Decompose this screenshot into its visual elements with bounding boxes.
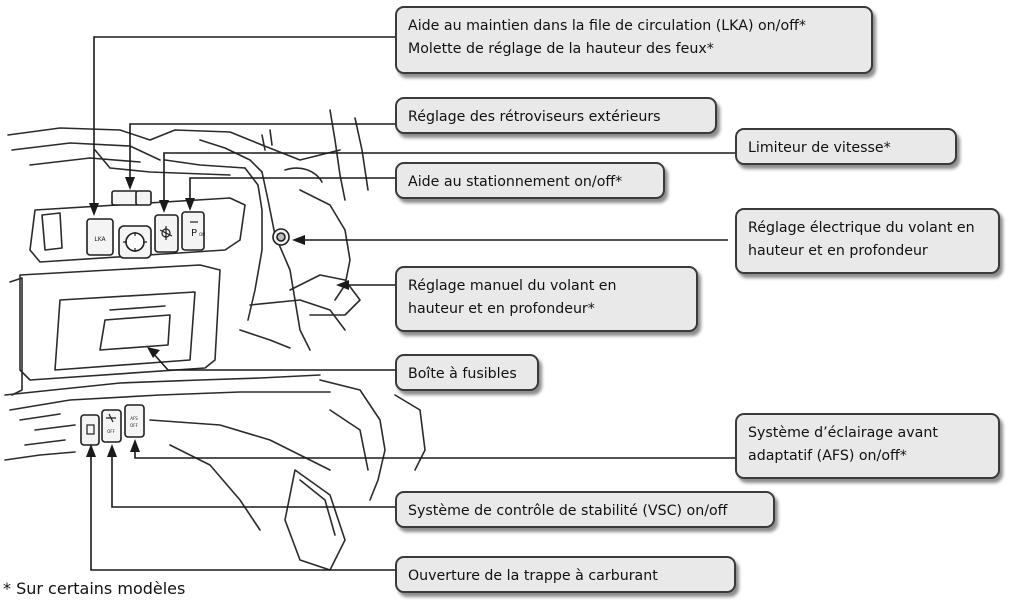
callout-mirrors-line1: Réglage des rétroviseurs extérieurs (408, 109, 661, 125)
leader-speed-limiter (163, 152, 735, 207)
callout-parking: Aide au stationnement on/off* (395, 162, 665, 199)
callout-electric-steering-line1: Réglage électrique du volant en (748, 220, 975, 236)
callout-parking-line1: Aide au stationnement on/off* (408, 174, 623, 190)
park-button-label: P (191, 228, 197, 239)
mirror-fold-switch (135, 190, 152, 206)
speed-dial-icon (161, 228, 171, 238)
switch-cluster (80, 190, 290, 446)
callout-lka: Aide au maintien dans la file de circula… (395, 6, 873, 74)
afs-button-top-label: AFS (130, 416, 138, 421)
dashboard-lines (4, 109, 426, 571)
leader-mirrors (129, 123, 395, 184)
skid-icon (106, 413, 116, 423)
leader-lines (90, 36, 735, 571)
callout-fuel-door: Ouverture de la trappe à carburant (395, 556, 736, 593)
lka-button-label: LKA (94, 236, 106, 243)
arrows-icon (123, 232, 147, 252)
leader-afs (134, 445, 735, 459)
callout-speed-limiter-line1: Limiteur de vitesse* (748, 140, 891, 156)
afs-button-bottom-label: OFF (130, 423, 138, 428)
callout-manual-steering-line2: hauteur et en profondeur* (408, 301, 595, 317)
vsc-button-label: OFF (107, 429, 115, 434)
callout-lka-line2: Molette de réglage de la hauteur des feu… (408, 41, 714, 57)
mirror-select-switch (111, 190, 139, 206)
switch-glyphs: LKA P ON OFF AFS OFF (94, 228, 205, 434)
callout-lka-line1: Aide au maintien dans la file de circula… (408, 18, 806, 34)
callout-fuse-box: Boîte à fusibles (395, 354, 539, 391)
park-button-small-label: ON (199, 232, 205, 237)
switch-icons (86, 221, 198, 435)
parking-switch (181, 211, 205, 251)
callout-afs-line1: Système d’éclairage avant (748, 425, 938, 441)
callout-speed-limiter: Limiteur de vitesse* (735, 128, 957, 165)
lka-switch (86, 218, 114, 256)
callout-afs-line2: adaptatif (AFS) on/off* (748, 448, 907, 464)
callout-fuel-door-line1: Ouverture de la trappe à carburant (408, 568, 658, 584)
leader-parking (189, 177, 395, 205)
callout-electric-steering: Réglage électrique du volant en hauteur … (735, 208, 1000, 274)
leader-arrowheads (86, 177, 349, 457)
callout-afs: Système d’éclairage avant adaptatif (AFS… (735, 413, 1000, 479)
callout-electric-steering-line2: hauteur et en profondeur (748, 243, 928, 259)
leader-lka (93, 36, 395, 210)
callout-manual-steering: Réglage manuel du volant en hauteur et e… (395, 266, 698, 332)
afs-switch (124, 404, 145, 438)
callout-vsc-line1: Système de contrôle de stabilité (VSC) o… (408, 503, 728, 519)
leader-fuel-door (90, 450, 395, 571)
leader-fuse-box (151, 351, 395, 371)
leader-vsc (111, 450, 395, 508)
callout-fuse-box-line1: Boîte à fusibles (408, 366, 517, 382)
callout-mirrors: Réglage des rétroviseurs extérieurs (395, 97, 717, 134)
callout-manual-steering-line1: Réglage manuel du volant en (408, 278, 617, 294)
fuel-pump-icon (86, 424, 95, 435)
footnote: * Sur certains modèles (3, 579, 186, 598)
vsc-switch (101, 409, 122, 443)
fuel-door-switch (80, 414, 100, 446)
callout-vsc: Système de contrôle de stabilité (VSC) o… (395, 491, 775, 528)
